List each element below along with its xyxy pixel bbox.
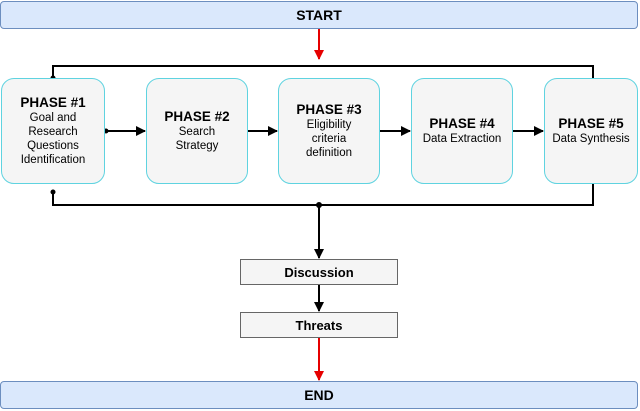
phase-5-desc: Data Synthesis xyxy=(552,133,630,145)
discussion-label: Discussion xyxy=(284,264,354,280)
phase-3-title: PHASE #3 xyxy=(296,102,362,117)
phase-3-desc: Eligibility criteria definition xyxy=(305,119,353,159)
threats-label: Threats xyxy=(295,317,343,333)
threats-box: Threats xyxy=(240,312,398,338)
start-label: START xyxy=(296,7,342,23)
phase-2-desc: Search Strategy xyxy=(175,126,219,152)
phase-4-box: PHASE #4 Data Extraction xyxy=(411,78,513,184)
end-label: END xyxy=(304,387,334,403)
phase-5-box: PHASE #5 Data Synthesis xyxy=(544,78,638,184)
phase-1-desc: Goal and Research Questions Identificati… xyxy=(20,112,86,166)
phase-4-title: PHASE #4 xyxy=(429,116,495,131)
phase-3-box: PHASE #3 Eligibility criteria definition xyxy=(278,78,380,184)
end-bar: END xyxy=(0,381,638,409)
phase-5-title: PHASE #5 xyxy=(558,116,624,131)
phase-2-title: PHASE #2 xyxy=(164,109,230,124)
phase-4-desc: Data Extraction xyxy=(422,133,502,145)
top-loop-line xyxy=(52,65,594,86)
phase-2-box: PHASE #2 Search Strategy xyxy=(146,78,248,184)
start-bar: START xyxy=(0,1,638,29)
bottom-loop-line xyxy=(52,178,594,206)
phase-1-box: PHASE #1 Goal and Research Questions Ide… xyxy=(1,78,105,184)
phase-1-title: PHASE #1 xyxy=(20,95,86,110)
bottom-loop-dot-left xyxy=(50,189,56,195)
discussion-box: Discussion xyxy=(240,259,398,285)
